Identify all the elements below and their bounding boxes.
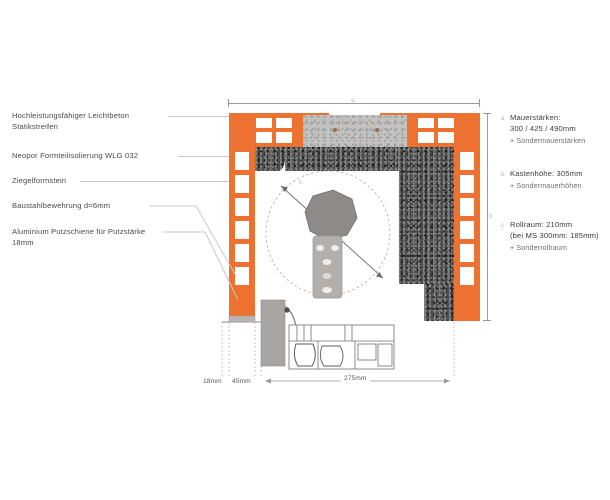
right-dimension-tick-top <box>483 113 491 114</box>
leader-line-ziegelformstein <box>80 181 236 182</box>
concrete-statik-strip <box>303 115 407 147</box>
kastenhoehe-note: + Sondermauerhöhen <box>510 182 582 190</box>
label-putzschiene: Aluminium Putzschiene für Putzstärke 18m… <box>12 227 146 247</box>
shutter-slot <box>322 273 332 279</box>
leader-line-leichtbeton <box>168 116 236 117</box>
right-label-mauerstaerken: Mauerstärken: 300 / 425 / 490mm + Sonder… <box>510 112 608 147</box>
shutter-slot <box>316 245 324 251</box>
brick-column-left <box>229 113 255 321</box>
right-dimension-tick-bottom <box>483 320 491 321</box>
leader-line-baustahl <box>150 205 237 277</box>
leader-line-putzschiene <box>162 231 239 301</box>
brick-cavity <box>256 118 272 128</box>
brick-cavity <box>256 132 272 143</box>
rollraum-value: (bei MS 300mm: 185mm) <box>510 231 599 240</box>
top-dimension-tick-right <box>479 99 480 107</box>
brick-column-right <box>454 113 480 321</box>
right-label-rollraum: Rollraum: 210mm (bei MS 300mm: 185mm) + … <box>510 219 610 254</box>
leader-line-neopor <box>178 156 236 157</box>
mauerstaerken-note: + Sondermauerstärken <box>510 137 586 145</box>
top-dimension-marker-a: a <box>351 97 355 104</box>
rebar-dot-left <box>333 128 337 132</box>
shutter-slot <box>322 259 332 265</box>
label-ziegelformstein: Ziegelformstein <box>12 176 67 185</box>
brick-cavity <box>235 221 249 239</box>
label-neopor: Neopor Formteilisolierung WLG 032 <box>12 151 139 160</box>
dimension-witness-lines <box>221 322 455 378</box>
brick-cavity <box>235 244 249 262</box>
radius-arrow-head-end <box>376 272 383 278</box>
rebar-dot-right <box>375 128 379 132</box>
dimension-label-18mm: 18mm <box>203 378 222 385</box>
window-seal-gasket <box>293 343 316 367</box>
shutter-slot <box>322 287 332 293</box>
dimension-label-45mm: 45mm <box>232 378 251 385</box>
shutter-curtain <box>312 235 343 299</box>
brick-cavity <box>276 118 292 128</box>
brick-cavity <box>418 118 434 128</box>
roller-shaft-octagon <box>304 189 358 241</box>
label-baustahlbewehrung: Baustahlbewehrung d=6mm <box>12 201 111 210</box>
rollraum-title: Rollraum: 210mm <box>510 220 573 229</box>
marker-a: a <box>501 115 505 122</box>
brick-cavity <box>235 175 249 193</box>
brick-cavity <box>235 198 249 216</box>
aluminium-putzschiene <box>260 299 286 367</box>
top-dimension-tick-left <box>228 99 229 107</box>
mauerstaerken-title: Mauerstärken: <box>510 113 561 122</box>
marker-b: b <box>501 171 505 178</box>
brick-cavity <box>460 221 474 239</box>
brick-cavity <box>276 132 292 143</box>
insulation-contour <box>255 168 285 172</box>
top-dimension-line <box>228 103 480 104</box>
shutter-slot <box>331 245 339 251</box>
brick-cavity <box>460 152 474 170</box>
plaster-rail-profile <box>228 315 256 323</box>
window-sash-gasket <box>319 345 344 367</box>
brick-cavity <box>438 118 454 128</box>
marker-c: c <box>501 222 505 229</box>
fixing-point <box>284 307 290 313</box>
rollraum-note: + Sonderrollraum <box>510 244 568 252</box>
dimension-arrow-right <box>444 378 450 384</box>
brick-cavity <box>460 198 474 216</box>
insulation-neopor-right-lower <box>424 284 454 321</box>
brick-cavity <box>460 244 474 262</box>
dimension-label-275mm: 275mm <box>341 375 370 382</box>
right-label-kastenhoehe: Kastenhöhe: 305mm + Sondermauerhöhen <box>510 168 608 192</box>
radius-arrow-head-start <box>281 186 288 192</box>
brick-cavity <box>438 132 454 143</box>
dimension-arrow-left <box>265 378 271 384</box>
right-dimension-line <box>487 113 488 321</box>
brick-cavity <box>235 152 249 170</box>
brick-cavity <box>460 175 474 193</box>
brick-cavity <box>235 267 249 285</box>
brick-cavity <box>460 267 474 285</box>
kastenhoehe-title: Kastenhöhe: 305mm <box>510 169 583 178</box>
brick-cavity <box>418 132 434 143</box>
insulation-corner-left <box>255 160 285 174</box>
mauerstaerken-value: 300 / 425 / 490mm <box>510 124 576 133</box>
radius-marker-c: c <box>299 179 303 186</box>
right-dimension-marker-b: b <box>489 213 493 220</box>
label-leichtbeton: Hochleistungsfähiger Leichtbeton Statiks… <box>12 111 130 131</box>
insulation-neopor-right <box>398 147 454 284</box>
